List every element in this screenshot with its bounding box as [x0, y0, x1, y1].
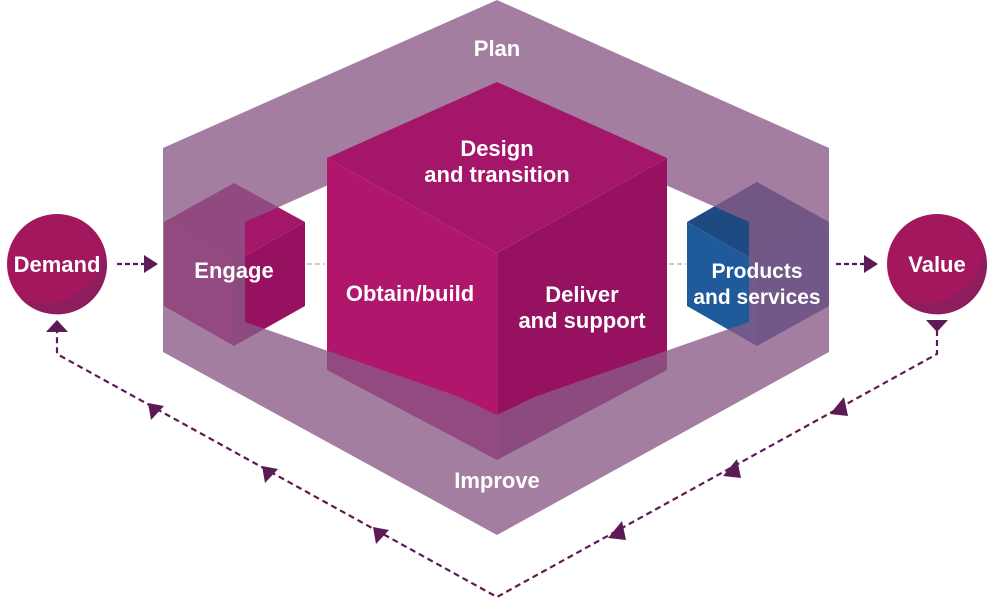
demand-label: Demand	[14, 252, 101, 277]
value-circle-shade	[900, 250, 988, 315]
central-cube[interactable]	[326, 82, 668, 460]
engage-cube-right	[234, 222, 305, 346]
products-to-value-arrow	[836, 255, 878, 273]
products-label-line1: Products	[711, 260, 802, 283]
products-label-line2: and services	[693, 286, 820, 309]
engage-label: Engage	[194, 258, 273, 283]
feedback-loop	[46, 320, 948, 599]
deliver-label-line2: and support	[518, 308, 646, 333]
design-label-line2: and transition	[424, 162, 569, 187]
deliver-label-line1: Deliver	[545, 282, 619, 307]
plan-label: Plan	[474, 36, 520, 61]
central-cube-right	[497, 158, 667, 415]
improve-label: Improve	[454, 468, 540, 493]
value-node[interactable]: Value	[887, 214, 988, 315]
central-cube-top	[327, 82, 667, 253]
central-cube-left	[327, 158, 497, 415]
value-label: Value	[908, 252, 965, 277]
demand-circle-shade	[20, 250, 108, 315]
plan-improve-band	[163, 0, 829, 535]
value-circle	[887, 214, 987, 314]
obtain-label: Obtain/build	[346, 281, 474, 306]
products-cube-left	[687, 222, 757, 346]
demand-circle	[7, 214, 107, 314]
design-label-line1: Design	[460, 136, 533, 161]
arrowhead-value-down	[926, 320, 948, 332]
arrowhead-demand-up	[46, 320, 68, 332]
demand-node[interactable]: Demand	[7, 214, 108, 315]
demand-to-engage-arrow	[117, 255, 158, 273]
